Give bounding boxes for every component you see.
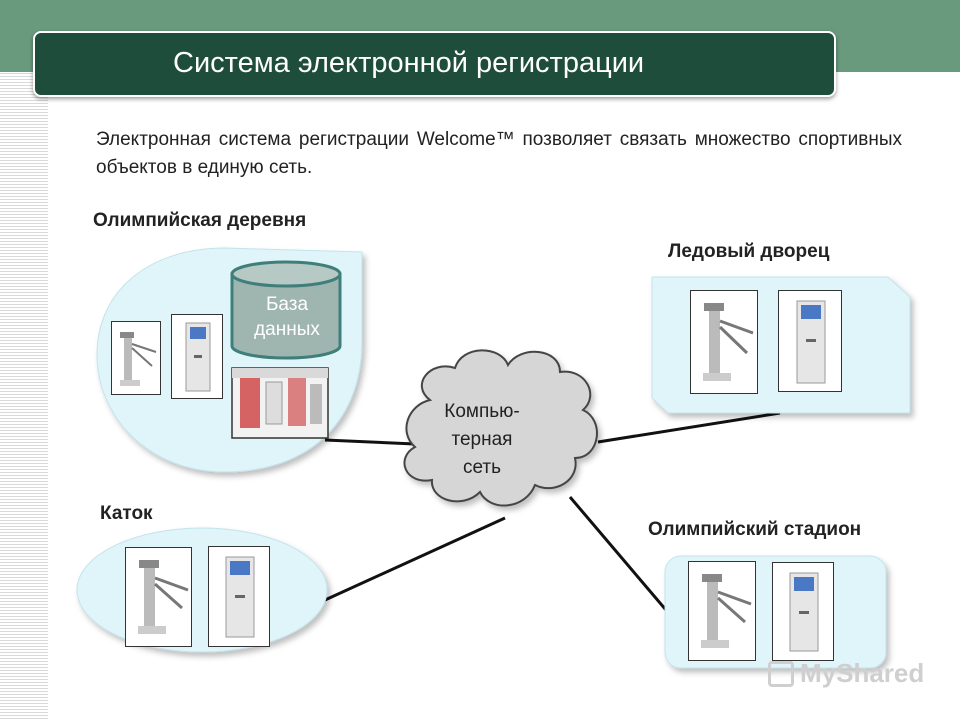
intro-text: Электронная система регистрации Welcome™… — [96, 129, 902, 178]
label-stadium: Олимпийский стадион — [648, 519, 862, 540]
label-rink: Каток — [100, 503, 153, 524]
database-label: База данных — [254, 294, 320, 340]
link-rink — [324, 516, 506, 602]
link-ice-palace — [597, 411, 781, 444]
link-stadium — [568, 496, 668, 611]
kiosk-icon — [772, 562, 834, 661]
slide-title: Система электронной регистрации — [173, 47, 645, 79]
title-bar: Система электронной регистрации — [33, 31, 836, 97]
link-village — [324, 438, 416, 446]
kiosk-icon — [778, 290, 842, 392]
watermark: MyShared — [768, 658, 924, 689]
watermark-logo-icon — [768, 660, 794, 687]
kiosk-icon — [208, 546, 270, 647]
turnstile-icon — [690, 290, 758, 394]
database-icon — [230, 260, 342, 360]
cloud-icon — [403, 349, 598, 507]
turnstile-icon — [688, 561, 756, 661]
turnstile-icon — [111, 321, 161, 395]
zone-rink — [76, 527, 328, 653]
striped-side-pattern — [0, 70, 48, 720]
turnstile-icon — [125, 547, 192, 647]
registration-booth-photo — [231, 367, 329, 439]
label-village: Олимпийская деревня — [93, 210, 307, 231]
kiosk-icon — [171, 314, 223, 399]
label-ice-palace: Ледовый дворец — [668, 241, 830, 262]
network-label: Компью- терная сеть — [444, 401, 520, 478]
